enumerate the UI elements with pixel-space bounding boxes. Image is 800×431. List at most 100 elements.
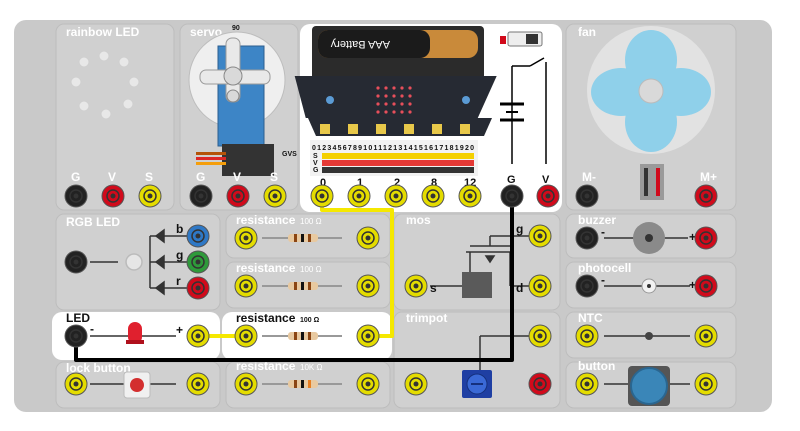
photocell-label: photocell: [578, 261, 631, 275]
photocell-minus-jack[interactable]: [575, 274, 599, 298]
rainbow-v-jack[interactable]: [101, 184, 125, 208]
rgb-led-schematic: [90, 228, 188, 296]
trimpot-schematic: [479, 335, 530, 372]
trimpot-knob[interactable]: [462, 370, 492, 398]
rgb-b-jack[interactable]: [186, 224, 210, 248]
pin-2-jack[interactable]: [384, 184, 408, 208]
ntc-label: NTC: [578, 311, 603, 325]
trimpot-left-jack[interactable]: [404, 372, 428, 396]
rgb-r-label: r: [176, 274, 181, 288]
resistance-1-left-jack[interactable]: [234, 226, 258, 250]
row-label-s: S: [313, 153, 318, 160]
microbit-board: [294, 76, 497, 136]
resistance-3-left-jack[interactable]: [234, 324, 258, 348]
resistance-4-label: resistance: [236, 359, 296, 373]
rainbow-s-label: S: [145, 170, 153, 184]
rainbow-s-jack[interactable]: [138, 184, 162, 208]
push-button[interactable]: [604, 366, 690, 406]
power-switch[interactable]: [500, 31, 543, 47]
rgb-r-jack[interactable]: [186, 276, 210, 300]
fan-icon: [587, 26, 715, 200]
led-plus-jack[interactable]: [186, 324, 210, 348]
fan-minus-label: M-: [582, 170, 596, 184]
resistance-2-left-jack[interactable]: [234, 274, 258, 298]
servo-s-jack[interactable]: [263, 184, 287, 208]
button-label: button: [578, 359, 615, 373]
resistance-1-value: 100 Ω: [300, 217, 322, 226]
photocell-minus-label: -: [601, 273, 605, 287]
ntc-left-jack[interactable]: [575, 324, 599, 348]
rainbow-g-label: G: [71, 170, 80, 184]
resistance-1-right-jack[interactable]: [356, 226, 380, 250]
trimpot-top-jack[interactable]: [528, 324, 552, 348]
wired-terminals: [64, 184, 524, 348]
pin-12-jack[interactable]: [458, 184, 482, 208]
button-right-jack[interactable]: [694, 372, 718, 396]
ntc-icon: [604, 332, 690, 340]
buzzer-plus-jack[interactable]: [694, 226, 718, 250]
trimpot-label: trimpot: [406, 311, 447, 325]
resistance-3-label: resistance: [236, 311, 296, 325]
rgb-g-jack[interactable]: [186, 250, 210, 274]
photocell-plus-jack[interactable]: [694, 274, 718, 298]
rgb-b-label: b: [176, 222, 183, 236]
servo-v-jack[interactable]: [226, 184, 250, 208]
black-wire: [74, 196, 514, 362]
buzzer-minus-jack[interactable]: [575, 226, 599, 250]
servo-s-label: S: [270, 170, 278, 184]
fan-plus-jack[interactable]: [694, 184, 718, 208]
mos-d-jack[interactable]: [528, 274, 552, 298]
mos-g-label: g: [516, 222, 523, 236]
buzzer-icon: [604, 222, 688, 254]
resistance-4-right-jack[interactable]: [356, 372, 380, 396]
mos-label: mos: [406, 213, 431, 227]
battery-label: AAA Battery: [330, 38, 390, 50]
rainbow-led-ring: [70, 50, 140, 120]
resistance-2-value: 100 Ω: [300, 265, 322, 274]
mos-s-jack[interactable]: [404, 274, 428, 298]
gnd-jack[interactable]: [500, 184, 524, 208]
lock-button-right-jack[interactable]: [186, 372, 210, 396]
buzzer-plus-label: +: [689, 230, 696, 244]
button-left-jack[interactable]: [575, 372, 599, 396]
photocell-plus-label: +: [689, 278, 696, 292]
buzzer-minus-label: -: [601, 225, 605, 239]
mos-g-jack[interactable]: [528, 224, 552, 248]
vcc-jack[interactable]: [536, 184, 560, 208]
rainbow-g-jack[interactable]: [64, 184, 88, 208]
rgb-common-jack[interactable]: [64, 250, 88, 274]
servo-v-label: V: [233, 170, 241, 184]
servo-scale-90: 90: [232, 25, 240, 32]
terminals: [64, 184, 718, 396]
lock-button-left-jack[interactable]: [64, 372, 88, 396]
resistance-2-right-jack[interactable]: [356, 274, 380, 298]
ntc-right-jack[interactable]: [694, 324, 718, 348]
gnd-pin-label: G: [507, 174, 516, 186]
pin-0-jack[interactable]: [310, 184, 334, 208]
mos-d-label: d: [516, 281, 523, 295]
mos-chip: [462, 272, 492, 298]
pin-8-label: 8: [431, 177, 437, 189]
led-minus-jack[interactable]: [64, 324, 88, 348]
microbit-pin-header: 01234567891011121314151617181920 S V G: [310, 140, 478, 176]
buzzer-label: buzzer: [578, 213, 616, 227]
trimpot-right-jack[interactable]: [528, 372, 552, 396]
pin-0-label: 0: [320, 177, 326, 189]
switch-schematic: [500, 57, 547, 164]
row-label-g: G: [313, 167, 319, 174]
row-label-v: V: [313, 160, 318, 167]
servo-body: [188, 31, 286, 176]
fan-minus-jack[interactable]: [575, 184, 599, 208]
resistance-4-left-jack[interactable]: [234, 372, 258, 396]
pin-8-jack[interactable]: [421, 184, 445, 208]
lock-button-label: lock button: [66, 361, 131, 375]
servo-g-jack[interactable]: [189, 184, 213, 208]
lock-button[interactable]: [90, 371, 176, 399]
servo-g-label: G: [196, 170, 205, 184]
resistance-1-label: resistance: [236, 213, 296, 227]
resistance-3-right-jack[interactable]: [356, 324, 380, 348]
rgb-g-label: g: [176, 248, 183, 262]
pin-1-jack[interactable]: [347, 184, 371, 208]
resistance-2-label: resistance: [236, 261, 296, 275]
